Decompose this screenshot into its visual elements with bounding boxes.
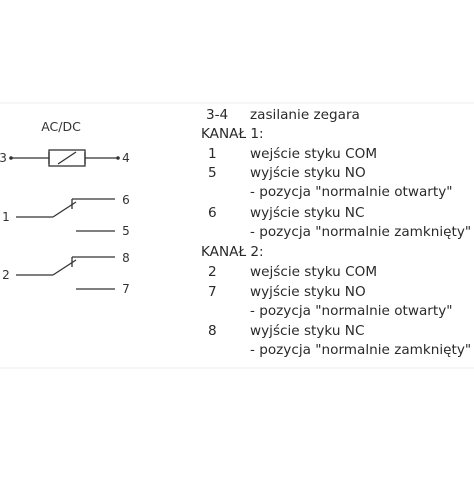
legend-description: - pozycja "normalnie otwarty" xyxy=(250,303,453,319)
terminal-7-label: 7 xyxy=(122,282,130,296)
coil-diagonal xyxy=(57,151,77,165)
terminal-8-label: 8 xyxy=(122,251,130,265)
legend-description: wejście styku COM xyxy=(250,264,378,280)
legend-description: - pozycja "normalnie otwarty" xyxy=(250,184,453,200)
terminal-6-label: 6 xyxy=(122,193,130,207)
legend-description: - pozycja "normalnie zamknięty" xyxy=(250,342,472,358)
legend-description: - pozycja "normalnie zamknięty" xyxy=(250,224,472,240)
legend-channel-heading: KANAŁ 1: xyxy=(201,126,264,142)
legend-number: 2 xyxy=(208,264,217,280)
terminal-5-label: 5 xyxy=(122,224,130,238)
terminal-3-label: 3 xyxy=(0,151,7,165)
supply-label: AC/DC xyxy=(41,119,81,134)
legend-number: 6 xyxy=(208,205,217,221)
terminal-4-dot xyxy=(116,156,120,160)
legend-number: 7 xyxy=(208,284,217,300)
terminal-1-label: 1 xyxy=(2,210,10,224)
terminal-2-label: 2 xyxy=(2,268,10,282)
legend-description: zasilanie zegara xyxy=(250,107,360,123)
legend-description: wyjście styku NC xyxy=(250,323,365,339)
legend-description: wyjście styku NO xyxy=(250,165,366,181)
legend-description: wyjście styku NO xyxy=(250,284,366,300)
legend-number: 3-4 xyxy=(206,107,229,123)
legend-description: wyjście styku NC xyxy=(250,205,365,221)
legend-number: 1 xyxy=(208,146,217,162)
legend-channel-heading: KANAŁ 2: xyxy=(201,244,264,260)
legend-number: 5 xyxy=(208,165,217,181)
legend-description: wejście styku COM xyxy=(250,146,378,162)
terminal-4-label: 4 xyxy=(122,151,130,165)
legend-number: 8 xyxy=(208,323,217,339)
